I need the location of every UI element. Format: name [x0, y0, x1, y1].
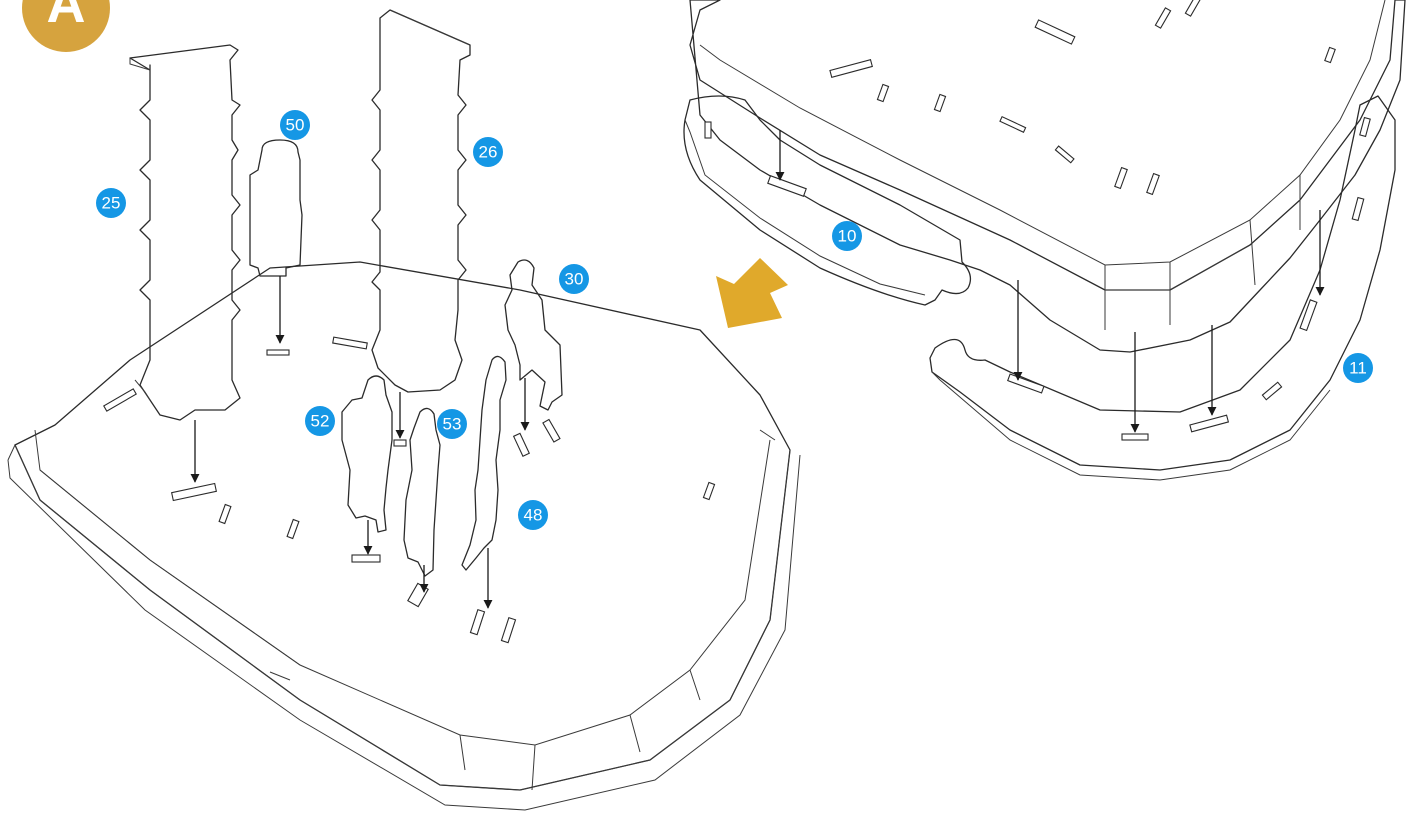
callout-25: 25 — [96, 188, 126, 218]
base-slots — [104, 337, 715, 643]
part-25 — [130, 45, 240, 482]
direction-arrow — [716, 258, 788, 328]
callout-30-number: 30 — [565, 270, 584, 289]
callout-10-number: 10 — [838, 227, 857, 246]
callout-48-number: 48 — [524, 506, 543, 525]
callout-52-number: 52 — [311, 412, 330, 431]
callout-48: 48 — [518, 500, 548, 530]
callout-50-number: 50 — [286, 116, 305, 135]
part-53 — [404, 408, 440, 592]
callout-30: 30 — [559, 264, 589, 294]
callout-10: 10 — [832, 221, 862, 251]
part-48 — [462, 356, 506, 608]
part-10 — [684, 96, 970, 305]
part-30 — [505, 260, 562, 430]
part-26 — [372, 10, 470, 438]
callout-26-number: 26 — [479, 143, 498, 162]
callout-53: 53 — [437, 409, 467, 439]
callout-53-number: 53 — [443, 415, 462, 434]
part-52 — [342, 376, 392, 554]
part-11 — [930, 96, 1395, 480]
box-slots — [830, 0, 1335, 194]
part-50 — [250, 140, 302, 343]
box-base-underside — [690, 0, 1405, 352]
callout-26: 26 — [473, 137, 503, 167]
callout-11: 11 — [1343, 353, 1373, 383]
callout-52: 52 — [305, 406, 335, 436]
step-marker: A — [22, 0, 110, 52]
step-marker-label: A — [47, 0, 86, 34]
callout-11-number: 11 — [1349, 359, 1367, 378]
callout-25-number: 25 — [102, 194, 121, 213]
callout-50: 50 — [280, 110, 310, 140]
